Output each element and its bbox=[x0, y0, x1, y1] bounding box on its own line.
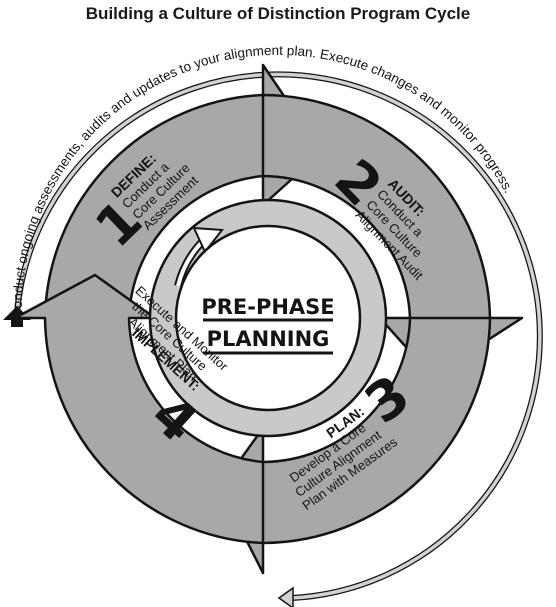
diagram-title: Building a Culture of Distinction Progra… bbox=[85, 4, 471, 23]
outer-arrow-head-icon bbox=[277, 586, 294, 607]
phase-4-segment bbox=[13, 273, 265, 545]
center-circle bbox=[174, 224, 362, 412]
inner-arrow-head-icon bbox=[192, 226, 224, 254]
center-line-1: PRE-PHASE bbox=[201, 295, 334, 319]
phase-segments bbox=[13, 63, 524, 575]
center-line-2: PLANNING bbox=[207, 327, 330, 351]
